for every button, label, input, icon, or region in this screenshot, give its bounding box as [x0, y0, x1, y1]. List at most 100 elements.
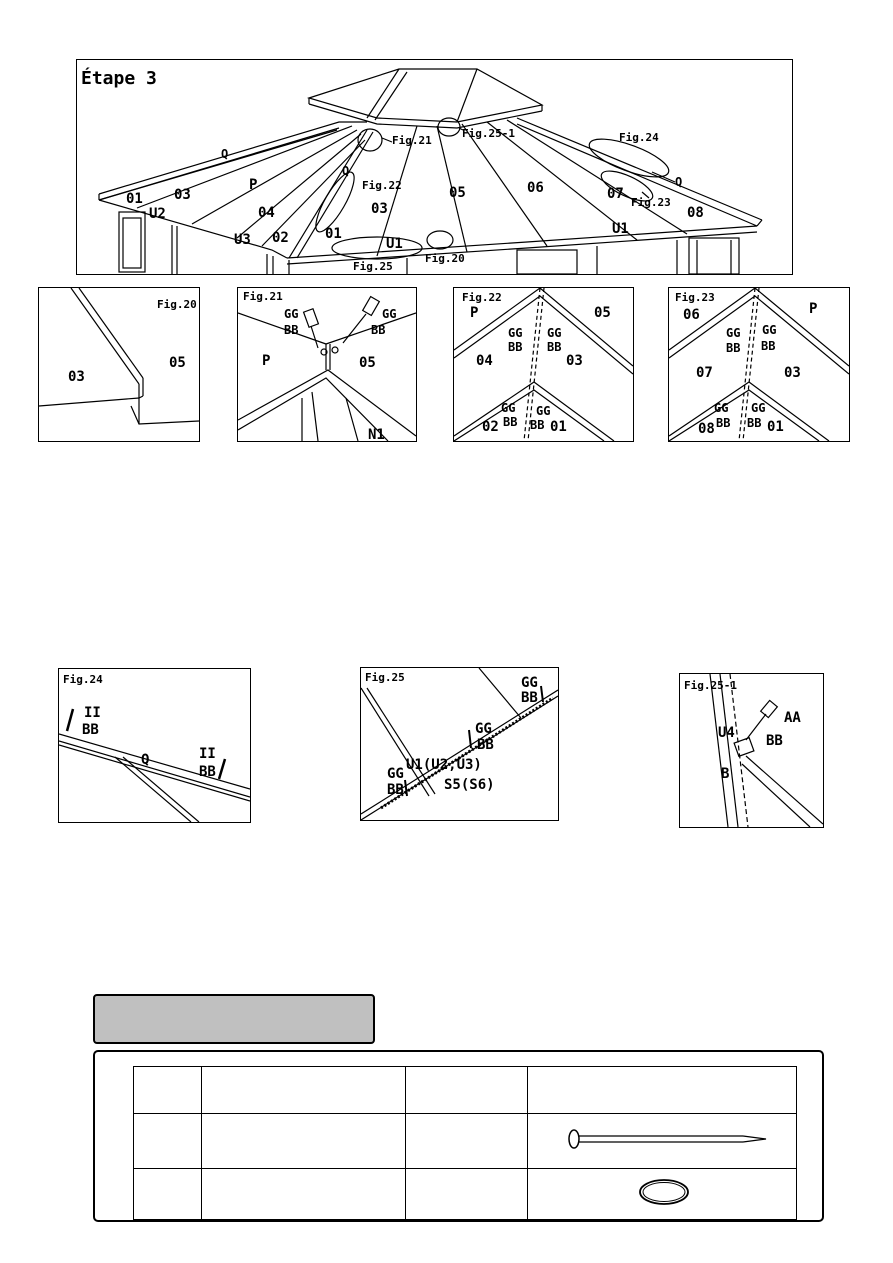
part-03-mid: 03 [371, 201, 388, 217]
table-cell [405, 1168, 528, 1220]
table-cell [201, 1113, 406, 1169]
callout-fig21 [357, 128, 383, 152]
fig23-part-07: 07 [696, 365, 713, 381]
fig23-bb4: BB [747, 416, 762, 430]
fig22-panel: Fig.22 P 05 04 03 02 01 GG BB GG BB GG B… [453, 287, 634, 442]
fig20-title: Fig.20 [157, 298, 197, 311]
fig25-gg1: GG [521, 675, 538, 691]
part-01-left: 01 [126, 191, 143, 207]
fig25-bb1: BB [521, 690, 538, 706]
fig25-1-drawing [709, 674, 823, 827]
fig23-bb2: BB [761, 339, 776, 353]
callout-fig24 [588, 138, 670, 178]
ref-fig25: Fig.25 [353, 260, 393, 273]
fig22-part-02: 02 [482, 419, 499, 435]
part-06: 06 [527, 180, 544, 196]
part-01-mid: 01 [325, 226, 342, 242]
step3-main-diagram: Étape 3 Q 01 03 P U2 04 U3 02 Q 01 03 U1… [76, 59, 793, 275]
part-04: 04 [258, 205, 275, 221]
table-cell [527, 1066, 797, 1114]
part-p: P [249, 177, 258, 193]
fig22-part-04: 04 [476, 353, 493, 369]
ref-fig24: Fig.24 [619, 131, 659, 144]
fig22-gg4: GG [536, 404, 551, 418]
fig24-panel: Fig.24 II BB Q II BB [58, 668, 251, 823]
fig21-drawing [238, 295, 416, 441]
fig22-gg2: GG [547, 326, 562, 340]
fig25-1-part-b: B [721, 766, 730, 782]
fig23-bb3: BB [716, 416, 731, 430]
fig25-bb3: BB [387, 782, 404, 798]
fig25-gg2: GG [475, 721, 492, 737]
table-row [133, 1168, 797, 1220]
fig22-part-03: 03 [566, 353, 583, 369]
fig23-drawing [669, 288, 849, 441]
table-cell [133, 1113, 202, 1169]
fig23-part-p: P [809, 301, 818, 317]
table-cell [133, 1066, 202, 1114]
fig24-bb-left: BB [82, 722, 99, 738]
fig22-gg3: GG [501, 401, 516, 415]
fig24-nail-right [217, 758, 227, 780]
fig23-part-08: 08 [698, 421, 715, 437]
fig20-part-05: 05 [169, 355, 186, 371]
fig23-gg4: GG [751, 401, 766, 415]
table-row [133, 1066, 797, 1114]
table-cell [405, 1066, 528, 1114]
fig20-panel: Fig.20 03 05 [38, 287, 200, 442]
stake-icon [568, 1129, 767, 1149]
part-07: 07 [607, 186, 624, 202]
callout-fig25-1 [437, 117, 461, 137]
fig23-bb1: BB [726, 341, 741, 355]
fig22-part-05: 05 [594, 305, 611, 321]
fig22-title: Fig.22 [462, 291, 502, 304]
table-cell [527, 1113, 797, 1169]
fig24-bb-right: BB [199, 764, 216, 780]
ring-icon [639, 1179, 689, 1205]
fig21-gg-right: GG [382, 307, 397, 321]
part-u2: U2 [149, 206, 166, 222]
fig21-bb-right: BB [371, 323, 386, 337]
fig24-ii-right: II [199, 746, 216, 762]
part-q-mid: Q [342, 164, 350, 178]
ref-fig20: Fig.20 [425, 252, 465, 265]
part-08: 08 [687, 205, 704, 221]
fig21-screw-left [302, 308, 320, 349]
gazebo-roof-drawing [98, 68, 763, 274]
part-u1-right: U1 [612, 221, 629, 237]
part-q-right: Q [675, 175, 683, 189]
fig22-bb1: BB [508, 340, 523, 354]
table-cell [527, 1168, 797, 1220]
parts-header-tab [93, 994, 375, 1044]
fig23-part-06: 06 [683, 307, 700, 323]
callout-fig20 [426, 230, 454, 250]
fig25-title: Fig.25 [365, 671, 405, 684]
part-u3: U3 [234, 232, 251, 248]
fig25-part-u: U1(U2,U3) [406, 757, 482, 773]
table-row [133, 1113, 797, 1169]
fig23-gg2: GG [762, 323, 777, 337]
fig25-1-aa: AA [784, 710, 801, 726]
step-title: Étape 3 [81, 68, 157, 89]
table-cell [201, 1168, 406, 1220]
fig22-bb4: BB [530, 418, 545, 432]
fig23-title: Fig.23 [675, 291, 715, 304]
parts-table [133, 1066, 797, 1220]
fig22-bb3: BB [503, 415, 518, 429]
fig22-gg1: GG [508, 326, 523, 340]
fig21-bb-left: BB [284, 323, 299, 337]
ref-fig23: Fig.23 [631, 196, 671, 209]
fig25-1-screw [745, 699, 779, 741]
fig23-part-03: 03 [784, 365, 801, 381]
table-cell [201, 1066, 406, 1114]
fig25-1-bracket [733, 736, 755, 758]
fig22-bb2: BB [547, 340, 562, 354]
fig24-drawing [59, 708, 250, 822]
fig22-drawing [454, 288, 633, 441]
fig23-part-01: 01 [767, 419, 784, 435]
parts-table-frame [93, 1050, 824, 1222]
fig25-bb2: BB [477, 737, 494, 753]
fig23-panel: Fig.23 06 P 07 03 08 01 GG BB GG BB GG B… [668, 287, 850, 442]
fig25-gg3: GG [387, 766, 404, 782]
fig23-gg1: GG [726, 326, 741, 340]
